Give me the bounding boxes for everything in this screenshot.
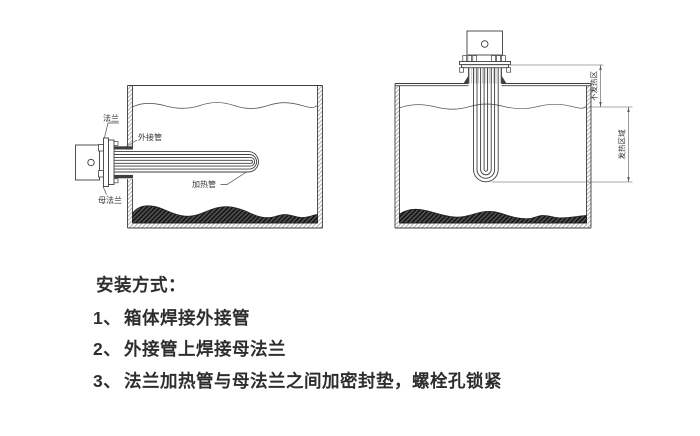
heating-tubes bbox=[473, 67, 499, 183]
flange-leader-line bbox=[104, 122, 119, 138]
step-text: 法兰加热管与母法兰之间加密封垫，螺栓孔锁紧 bbox=[124, 370, 502, 391]
dimension-arrows bbox=[599, 65, 630, 182]
heating-tube-label: 加热管 bbox=[192, 179, 216, 189]
sediment-fill bbox=[399, 208, 587, 224]
non-heating-zone-label: 不发热区 bbox=[589, 71, 599, 101]
instruction-step-1: 1、 箱体焊接外接管 bbox=[93, 307, 673, 328]
outer-pipe-label: 外接管 bbox=[138, 132, 162, 142]
outer-pipe-nozzle bbox=[463, 67, 507, 84]
step-text: 箱体焊接外接管 bbox=[124, 307, 250, 328]
outer-pipe-leader-line bbox=[121, 139, 138, 150]
instruction-step-3: 3、 法兰加热管与母法兰之间加密封垫，螺栓孔锁紧 bbox=[93, 370, 673, 391]
step-number: 1、 bbox=[93, 307, 122, 328]
instruction-step-2: 2、 外接管上焊接母法兰 bbox=[93, 339, 673, 359]
step-text: 外接管上焊接母法兰 bbox=[124, 339, 286, 359]
flange-studs bbox=[462, 55, 506, 62]
instructions-title: 安装方式： bbox=[96, 275, 186, 295]
installation-instructions: 安装方式： 1、 箱体焊接外接管 2、 外接管上焊接母法兰 3、 法兰加热管与母… bbox=[93, 275, 673, 404]
flange-plates bbox=[103, 137, 119, 187]
liquid-level-line bbox=[399, 103, 587, 110]
leader-lines bbox=[102, 122, 247, 195]
heater-assembly bbox=[459, 30, 511, 183]
female-flange-label: 母法兰 bbox=[98, 195, 122, 205]
flange-label: 法兰 bbox=[103, 113, 119, 123]
heater-assembly bbox=[75, 137, 259, 187]
installation-diagrams: 法兰 外接管 加热管 母法兰 bbox=[75, 30, 633, 229]
step-number: 3、 bbox=[93, 370, 122, 391]
heating-tubes bbox=[114, 151, 259, 173]
sediment-fill bbox=[132, 205, 318, 224]
heating-tube-leader-line bbox=[220, 171, 247, 185]
left-diagram-horizontal-heater: 法兰 外接管 加热管 母法兰 bbox=[75, 85, 323, 229]
female-flange-leader-line bbox=[102, 186, 107, 195]
junction-box-hole-icon bbox=[480, 40, 489, 48]
step-number: 2、 bbox=[93, 339, 122, 359]
right-diagram-vertical-heater: 不发热区 发热区域 bbox=[394, 30, 633, 229]
dimension-lines bbox=[492, 64, 633, 183]
junction-box-hole-icon bbox=[87, 158, 95, 167]
junction-box bbox=[466, 30, 503, 56]
liquid-level-line bbox=[132, 102, 318, 109]
tank-walls bbox=[394, 83, 592, 229]
heating-zone-label: 发热区域 bbox=[617, 129, 627, 159]
outer-pipe bbox=[114, 146, 133, 179]
